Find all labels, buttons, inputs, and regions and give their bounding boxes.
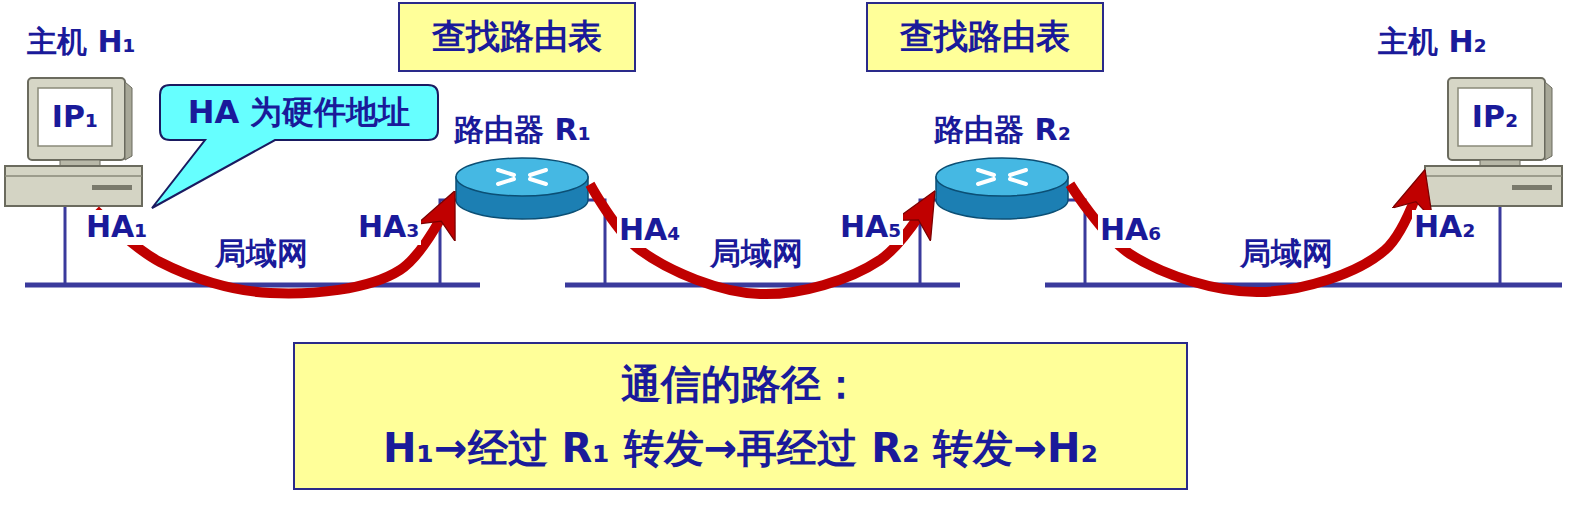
router-icon xyxy=(456,158,588,219)
hardware-address: HA₂ xyxy=(1412,210,1477,245)
router-arrows xyxy=(498,170,546,184)
note-box: 查找路由表 xyxy=(398,2,636,72)
callout-bubble: HA 为硬件地址 xyxy=(160,85,438,140)
monitor-side xyxy=(125,82,132,160)
monitor-side xyxy=(1545,82,1552,160)
router: 路由器 R₂ xyxy=(935,155,1070,220)
box-text: 查找路由表 xyxy=(900,17,1070,56)
hardware-address: HA₃ xyxy=(356,210,421,245)
packet-path-arrow xyxy=(590,184,935,294)
monitor-case xyxy=(1448,78,1545,160)
host-computer: 主机 H₂IP₂ xyxy=(1425,75,1562,210)
hardware-address: HA₁ xyxy=(84,210,149,245)
summary-box: 通信的路径：H₁→经过 R₁ 转发→再经过 R₂ 转发→H₂ xyxy=(293,342,1188,490)
packet-path-arrow xyxy=(1070,170,1425,293)
ip-address: IP₂ xyxy=(1458,88,1532,146)
lan-name: 局域网 xyxy=(1238,236,1335,272)
host-computer: 主机 H₁IP₁ xyxy=(5,75,142,210)
lan-drop xyxy=(1499,206,1502,285)
drive-slot xyxy=(92,185,132,190)
system-unit xyxy=(5,166,142,206)
monitor-screen xyxy=(1458,88,1532,146)
lan-drop xyxy=(64,206,67,285)
lan-wires xyxy=(25,200,1562,285)
router-top xyxy=(456,158,588,196)
lan-drop xyxy=(440,200,456,285)
lan-bus xyxy=(565,283,960,288)
monitor-screen xyxy=(38,88,112,146)
callout-text: HA 为硬件地址 xyxy=(188,94,411,131)
lan-drop xyxy=(1068,200,1085,285)
lan-drop xyxy=(920,200,936,285)
unit-edge xyxy=(5,175,142,177)
callout-outline xyxy=(152,85,438,208)
hardware-address: HA₄ xyxy=(617,213,682,248)
host-icon xyxy=(5,78,142,206)
lan-name: 局域网 xyxy=(213,236,310,272)
router: 路由器 R₁ xyxy=(455,155,590,220)
box-text: H₁→经过 R₁ 转发→再经过 R₂ 转发→H₂ xyxy=(383,416,1098,480)
system-unit xyxy=(1425,166,1562,206)
router-icon xyxy=(936,158,1068,219)
monitor-case xyxy=(28,78,125,160)
router-name: 路由器 R₂ xyxy=(934,113,1071,148)
drive-slot xyxy=(1512,185,1552,190)
router-arrows xyxy=(978,170,1026,184)
unit-edge xyxy=(1425,175,1562,177)
hardware-address: HA₅ xyxy=(838,210,903,245)
hardware-address: HA₆ xyxy=(1098,213,1163,248)
host-name: 主机 H₁ xyxy=(27,25,136,60)
host-name: 主机 H₂ xyxy=(1378,25,1487,60)
box-text: 查找路由表 xyxy=(432,17,602,56)
lan-name: 局域网 xyxy=(708,236,805,272)
host-icon xyxy=(1425,78,1562,206)
note-box: 查找路由表 xyxy=(866,2,1104,72)
ip-address: IP₁ xyxy=(38,88,112,146)
router-name: 路由器 R₁ xyxy=(454,113,591,148)
box-heading: 通信的路径： xyxy=(621,352,861,416)
router-top xyxy=(936,158,1068,196)
